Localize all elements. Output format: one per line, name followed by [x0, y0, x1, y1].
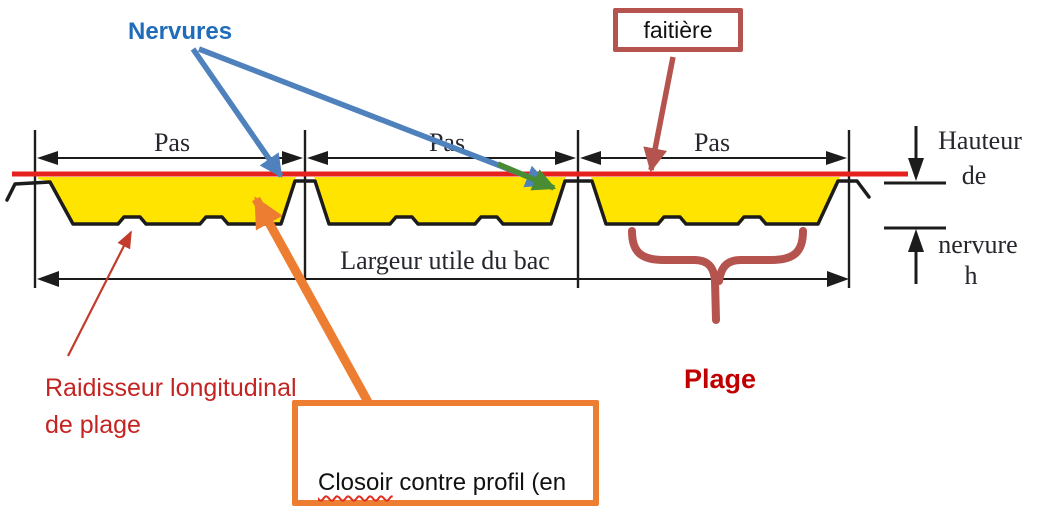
pas-dimension-arrowheads — [37, 151, 847, 165]
closoir-rest: contre profil (en jaune) — [399, 469, 567, 496]
plage-brace — [628, 227, 807, 324]
faitiere-label: faitière — [643, 16, 713, 43]
green-rib-arrow — [496, 161, 557, 191]
nervures-label: Nervures — [128, 18, 233, 45]
plage-label: Plage — [684, 364, 757, 394]
faitiere-callout-box: faitière — [613, 8, 743, 52]
closoir-word: Closoir — [318, 469, 393, 496]
largeur-dimension-arrowheads — [37, 271, 849, 287]
deck-profile-outline — [5, 179, 871, 226]
faitiere-arrow — [643, 56, 676, 173]
nervures-arrow-right — [198, 46, 550, 188]
raidisseur-arrow — [67, 230, 132, 357]
closoir-yellow-fill — [38, 177, 840, 224]
largeur-utile-label: Largeur utile du bac — [340, 246, 550, 275]
nervure-label-line2: h — [965, 261, 978, 290]
nervure-label-line1: nervure — [938, 230, 1017, 259]
raidisseur-label: Raidisseur longitudinal de plage — [45, 374, 297, 439]
nervures-arrow-left — [190, 47, 284, 178]
pas-label-1: Pas — [154, 128, 190, 157]
dimension-extension-lines — [33, 130, 851, 288]
closoir-arrow — [252, 196, 372, 405]
pas-label-3: Pas — [694, 128, 730, 157]
hauteur-label-line1: Hauteur — [938, 126, 1022, 155]
closoir-callout-box: Closoir contre profil (en jaune) — [292, 400, 599, 506]
rib-height-callout — [884, 126, 946, 284]
hauteur-label-line2: de — [962, 161, 987, 190]
